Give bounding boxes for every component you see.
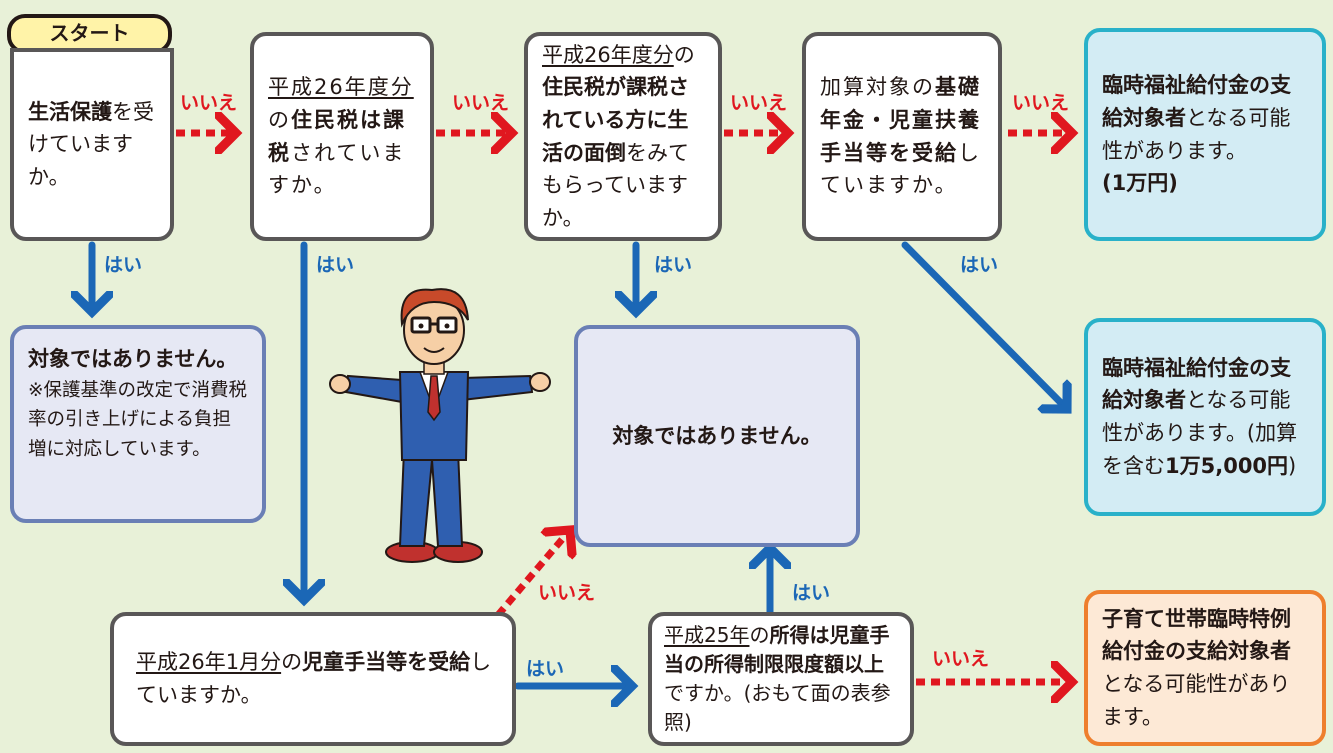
r2-amount: 1万5,000円 [1165,453,1289,478]
r3-bold: 子育て世帯臨時特例給付金の支給対象者 [1102,606,1291,664]
label-yes-q4: はい [960,254,999,276]
q5-bold: 児童手当等を受給 [302,650,471,675]
q6-text-a: の [749,623,770,647]
r1-bold: 臨時福祉給付金の支給対象者 [1102,73,1291,130]
q2-bold: 住民税は課税 [268,107,406,165]
label-yes-q2: はい [316,254,355,276]
r1-amount: (1万円) [1102,171,1178,196]
q4-text-b: していますか。 [820,140,981,198]
q2-underline: 平成26年度分 [268,75,414,100]
label-yes-q6: はい [792,582,831,604]
r1-text: となる可能性があります。 [1102,105,1291,163]
question-pension-box: 加算対象の基礎年金・児童扶養手当等を受給していますか。 [802,32,1002,241]
q6-underline: 平成25年 [664,623,750,647]
not-eligible-box: 対象ではありません。 [574,325,860,547]
label-yes-q1: はい [104,254,143,276]
result-child-rearing-benefit-box: 子育て世帯臨時特例給付金の支給対象者となる可能性があります。 [1084,590,1326,746]
q4-text-a: 加算対象の [820,75,935,100]
q1-text: を受けていますか。 [28,99,154,189]
q6-text-b: ですか。(おもて面の表参照) [664,681,891,734]
q5-underline: 平成26年1月分 [136,650,282,675]
question-child-allowance-box: 平成26年1月分の児童手当等を受給していますか。 [110,612,516,746]
label-no-q5: いいえ [538,582,596,604]
label-no-q4: いいえ [1012,92,1070,114]
na1-title: 対象ではありません。 [28,347,238,371]
q3-text-b: をみてもらっていますか。 [542,140,689,230]
businessman-illustration [329,288,551,563]
label-no-q2: いいえ [452,92,510,114]
q3-text-a: の [673,42,695,67]
question-income-limit-box: 平成25年の所得は児童手当の所得制限限度額以上ですか。(おもて面の表参照) [648,612,914,746]
label-yes-q5: はい [526,658,565,680]
label-yes-q3: はい [654,254,693,276]
r3-text: となる可能性があります。 [1102,672,1291,729]
r2-bold: 臨時福祉給付金の支給対象者 [1102,355,1291,413]
q3-bold: 住民税が課税されている方に生活の面倒 [542,75,689,165]
na2-title: 対象ではありません。 [612,423,822,448]
q5-text-a: の [281,650,303,675]
q1-bold: 生活保護 [28,99,112,124]
q4-bold: 基礎年金・児童扶養手当等を受給 [820,75,981,165]
q2-text-b: されていますか。 [268,140,406,198]
result-benefit-10000-box: 臨時福祉給付金の支給対象者となる可能性があります。 (1万円) [1084,28,1326,241]
arrow-q4-r2 [901,241,1067,409]
label-no-q1: いいえ [180,92,238,114]
q5-text-b: していますか。 [136,650,492,707]
question-resident-tax-box: 平成26年度分の住民税は課税されていますか。 [250,32,434,241]
na1-note: ※保護基準の改定で消費税率の引き上げによる負担増に対応しています。 [28,379,248,460]
r2-text: となる可能性があります。(加算を含む [1102,388,1298,478]
question-welfare-box: 生活保護を受けていますか。 [10,48,174,241]
q2-text-a: の [268,107,291,132]
r2-close: ) [1288,453,1297,478]
label-no-q3: いいえ [730,92,788,114]
arrow-q5-na2 [495,530,570,618]
label-no-q6: いいえ [932,648,990,670]
result-benefit-15000-box: 臨時福祉給付金の支給対象者となる可能性があります。(加算を含む1万5,000円) [1084,318,1326,516]
q6-bold: 所得は児童手当の所得制限限度額以上 [664,623,890,676]
question-dependent-box: 平成26年度分の住民税が課税されている方に生活の面倒をみてもらっていますか。 [524,32,722,241]
not-eligible-welfare-box: 対象ではありません。 ※保護基準の改定で消費税率の引き上げによる負担増に対応して… [10,325,266,523]
q3-underline: 平成26年度分 [542,42,674,67]
